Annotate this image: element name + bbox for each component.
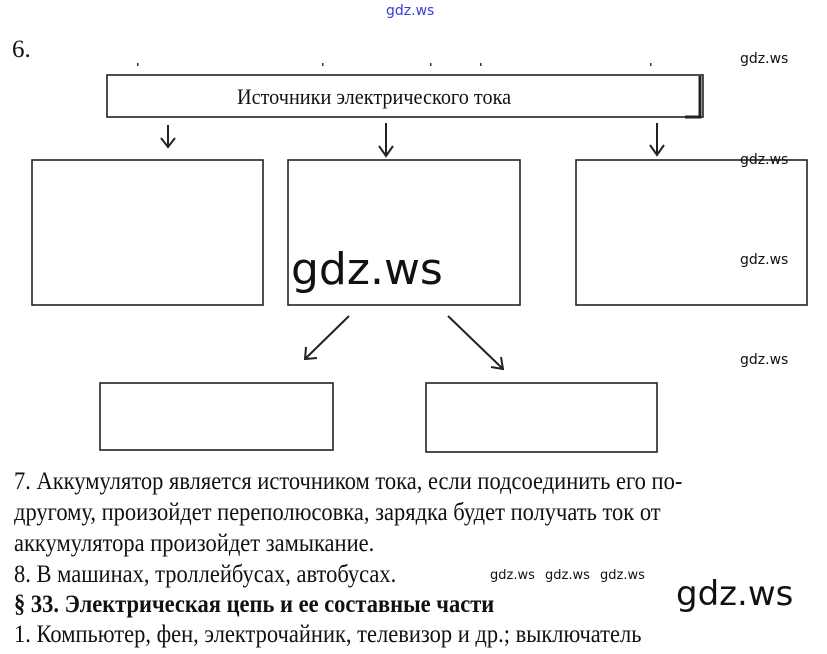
watermark-top: gdz.ws [386, 3, 435, 19]
answer-7-line-3: аккумулятора произойдет замыкание. [14, 530, 375, 557]
empty-box-4 [99, 382, 334, 451]
answer-1: 1. Компьютер, фен, электрочайник, телеви… [14, 621, 642, 648]
section-33-heading: § 33. Электрическая цепь и ее составные … [14, 591, 495, 618]
watermark-inline-2: gdz.ws [545, 568, 590, 583]
watermark-bottom: gdz.ws [676, 574, 794, 614]
title-box-shadow [685, 76, 702, 119]
watermark-right-4: gdz.ws [740, 352, 789, 368]
arrow-diagonal-right-icon [447, 315, 505, 371]
diagram-title: Источники электрического тока [237, 84, 512, 109]
watermark-right-1: gdz.ws [740, 51, 789, 67]
watermark-right-3: gdz.ws [740, 252, 789, 268]
watermark-center: gdz.ws [291, 244, 443, 295]
answer-7-line-2: другому, произойдет переполюсовка, заряд… [14, 499, 661, 526]
arrow-down-icon [649, 123, 665, 157]
empty-box-3 [575, 159, 808, 306]
answer-8: 8. В машинах, троллейбусах, автобусах. [14, 561, 397, 588]
arrow-down-icon [378, 123, 394, 158]
empty-box-2 [287, 159, 521, 306]
task-6-number: 6. [12, 36, 31, 63]
arrows [160, 123, 665, 371]
arrow-diagonal-left-icon [303, 315, 350, 361]
diagram-title-box [106, 74, 704, 118]
watermark-right-2: gdz.ws [740, 152, 789, 168]
watermark-inline-1: gdz.ws [490, 568, 535, 583]
watermark-inline-3: gdz.ws [600, 568, 645, 583]
answer-7-line-1: 7. Аккумулятор является источником тока,… [14, 468, 683, 495]
empty-box-1 [31, 159, 264, 306]
empty-box-5 [425, 382, 658, 453]
arrow-down-icon [160, 125, 176, 149]
